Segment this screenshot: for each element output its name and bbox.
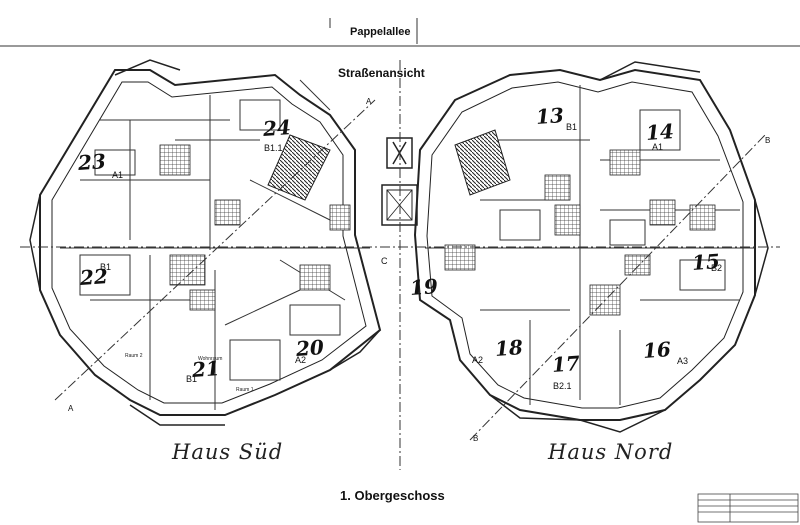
apartment-type: B1.1	[264, 143, 283, 153]
room-label: Raum 1	[236, 387, 254, 393]
apartment-type: B1	[566, 122, 578, 132]
apartment-number: 18	[494, 335, 524, 361]
apartment-number: 19	[409, 274, 439, 300]
apartment-type: B1	[100, 262, 112, 272]
apartment-type: B2	[711, 263, 723, 273]
section-mark-a-bottom: A	[68, 404, 74, 413]
apartment-type: A2	[295, 355, 307, 365]
apartment-number: 23	[77, 149, 107, 175]
south-balconies	[29, 59, 381, 426]
room-label: Raum 2	[125, 353, 143, 359]
view-label: Straßenansicht	[338, 66, 425, 80]
floor-title: 1. Obergeschoss	[340, 488, 445, 503]
section-mark-a-top: A	[366, 97, 372, 106]
south-tiled-areas	[159, 144, 351, 311]
apartment-type: A1	[652, 142, 664, 152]
apartment-type: B1	[186, 374, 198, 384]
south-staircase	[267, 134, 331, 201]
room-label: Wohnraum	[198, 356, 223, 362]
apartment-type: B2.1	[553, 381, 572, 391]
apartment-type: A3	[677, 356, 689, 366]
apartment-number: 24	[262, 115, 292, 141]
title-block	[697, 493, 799, 523]
apartment-type: C	[381, 256, 388, 266]
section-mark-b-bottom: B	[473, 434, 479, 443]
street-name: Pappelallee	[350, 26, 411, 38]
section-mark-b-top: B	[765, 136, 771, 145]
building-north	[413, 68, 756, 421]
section-lines	[20, 60, 780, 470]
south-walls	[60, 79, 370, 410]
street-line	[0, 18, 800, 47]
apartment-type: A1	[112, 170, 124, 180]
north-balconies	[489, 61, 769, 433]
house-north-label: Haus Nord	[548, 440, 674, 464]
apartment-number: 17	[551, 351, 581, 377]
apartment-number: 13	[535, 103, 565, 129]
apartment-type: A2	[472, 355, 484, 365]
north-staircase	[454, 129, 511, 196]
apartment-number: 16	[642, 337, 672, 363]
house-south-label: Haus Süd	[172, 440, 284, 464]
